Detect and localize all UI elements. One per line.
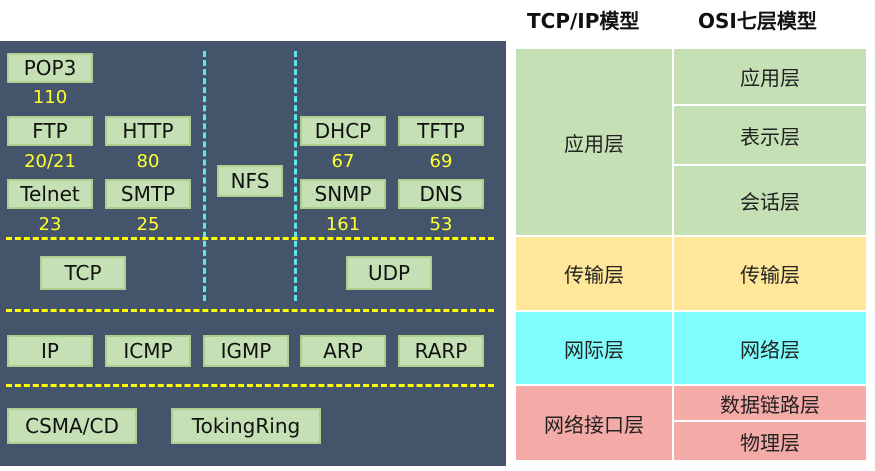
http-box: HTTP bbox=[105, 116, 191, 146]
osi-session-layer: 会话层 bbox=[673, 165, 867, 236]
protocol-stack-panel: POP3 110 FTP 20/21 HTTP 80 Telnet 23 SMT… bbox=[0, 41, 506, 466]
divider-internet-link bbox=[6, 384, 494, 387]
osi-physical-layer: 物理层 bbox=[673, 421, 867, 461]
ftp-box: FTP bbox=[7, 116, 93, 146]
vertical-divider-right bbox=[294, 51, 297, 301]
rarp-box: RARP bbox=[398, 335, 484, 367]
osi-application-layer: 应用层 bbox=[673, 48, 867, 105]
nfs-box: NFS bbox=[217, 165, 283, 197]
arp-box: ARP bbox=[300, 335, 386, 367]
igmp-box: IGMP bbox=[203, 335, 289, 367]
tcpip-transport-layer: 传输层 bbox=[515, 236, 673, 311]
osi-transport-layer: 传输层 bbox=[673, 236, 867, 311]
tftp-box: TFTP bbox=[398, 116, 484, 146]
osi-network-layer: 网络层 bbox=[673, 311, 867, 385]
tcpip-model-header: TCP/IP模型 bbox=[527, 9, 640, 33]
http-port: 80 bbox=[136, 151, 160, 172]
layer-comparison-table: 应用层 传输层 网际层 网络接口层 应用层 表示层 会话层 传输层 网络层 数据… bbox=[515, 48, 867, 461]
pop3-port: 110 bbox=[32, 87, 68, 108]
dns-box: DNS bbox=[398, 179, 484, 209]
smtp-box: SMTP bbox=[105, 179, 191, 209]
osi-presentation-layer: 表示层 bbox=[673, 105, 867, 165]
dhcp-port: 67 bbox=[331, 151, 355, 172]
tcpip-application-layer: 应用层 bbox=[515, 48, 673, 236]
csma-cd-box: CSMA/CD bbox=[7, 408, 137, 444]
tcpip-internet-layer: 网际层 bbox=[515, 311, 673, 385]
tcp-box: TCP bbox=[40, 256, 126, 290]
tftp-port: 69 bbox=[429, 151, 453, 172]
snmp-box: SNMP bbox=[300, 179, 386, 209]
smtp-port: 25 bbox=[136, 214, 160, 235]
dhcp-box: DHCP bbox=[300, 116, 386, 146]
udp-box: UDP bbox=[346, 256, 432, 290]
dns-port: 53 bbox=[429, 214, 453, 235]
ip-box: IP bbox=[7, 335, 93, 367]
pop3-box: POP3 bbox=[7, 53, 93, 83]
tcpip-network-interface-layer: 网络接口层 bbox=[515, 385, 673, 461]
icmp-box: ICMP bbox=[105, 335, 191, 367]
snmp-port: 161 bbox=[325, 214, 361, 235]
divider-application-transport bbox=[6, 237, 494, 240]
osi-model-header: OSI七层模型 bbox=[698, 9, 817, 33]
token-ring-box: TokingRing bbox=[171, 408, 321, 444]
ftp-port: 20/21 bbox=[24, 151, 76, 172]
vertical-divider-left bbox=[203, 51, 206, 301]
telnet-box: Telnet bbox=[7, 179, 93, 209]
divider-transport-internet bbox=[6, 309, 494, 312]
osi-data-link-layer: 数据链路层 bbox=[673, 385, 867, 421]
telnet-port: 23 bbox=[38, 214, 62, 235]
